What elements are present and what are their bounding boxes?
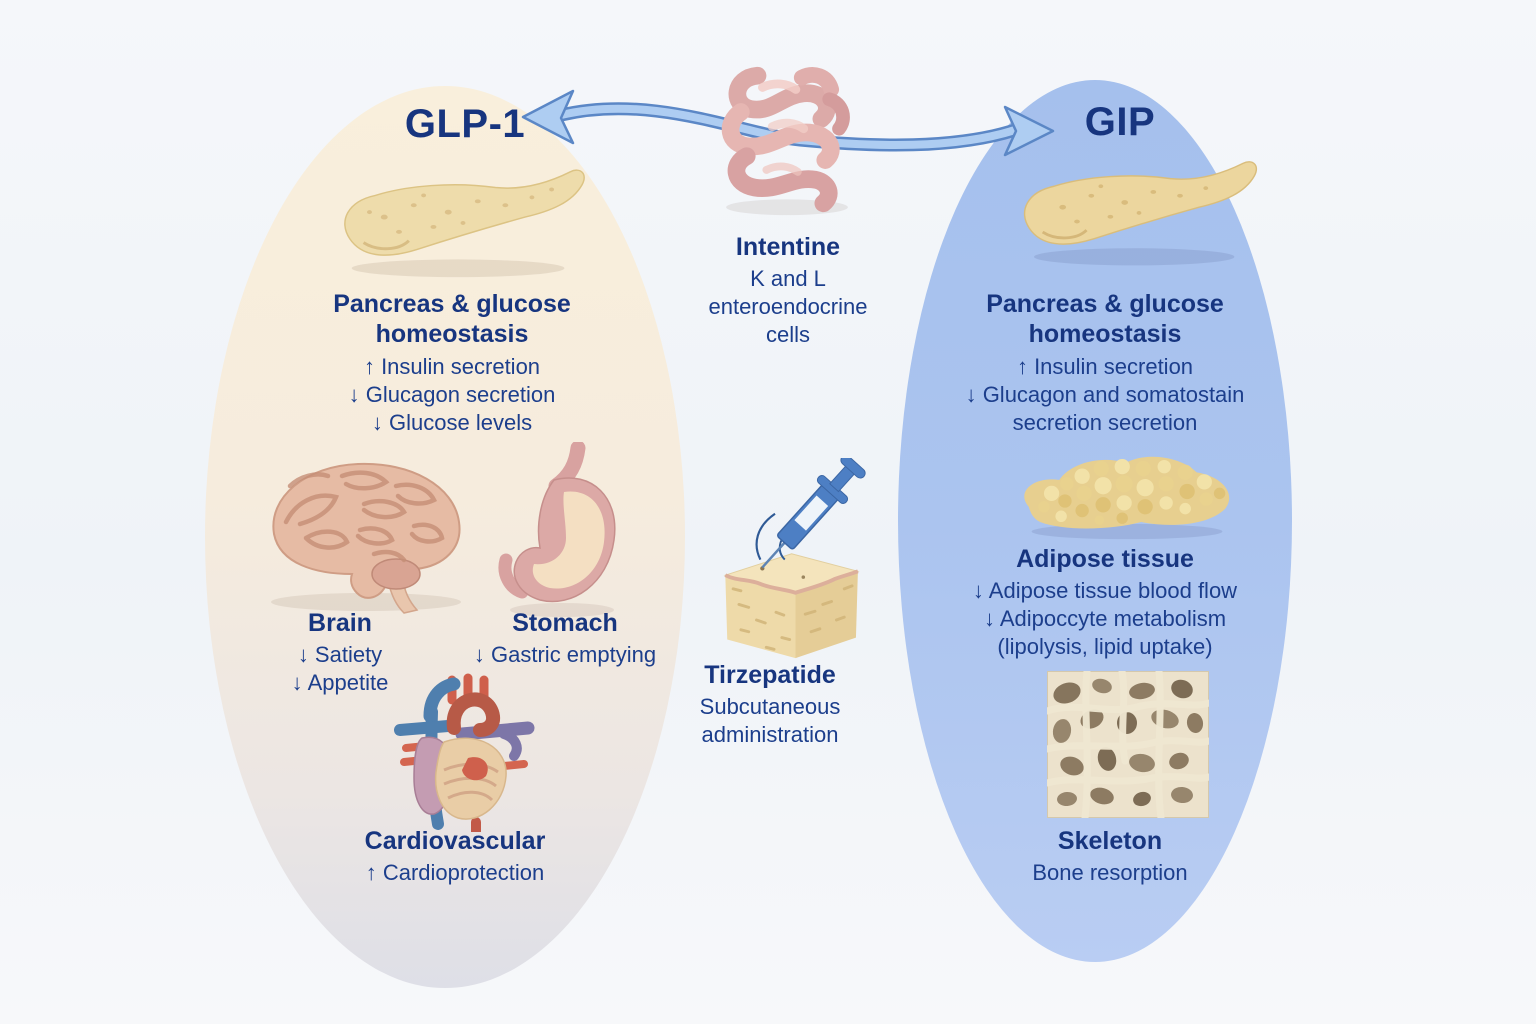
intestine-heading: Intentine: [735, 233, 841, 261]
glp1-pancreas-section: Pancreas & glucose homeostasis ↑ Insulin…: [287, 289, 617, 437]
brain-illustration: [271, 462, 461, 614]
gip-skeleton-section: Skeleton Bone resorption: [990, 826, 1230, 887]
glp1-brain-effect: ↓ Satiety: [297, 642, 383, 667]
gip-skeleton-heading: Skeleton: [1057, 827, 1163, 855]
gip-adipose-effect: ↓ Adipoccyte metabolism: [983, 606, 1227, 631]
tirzepatide-line: administration: [701, 722, 839, 747]
adipose-tissue-illustration: [1024, 456, 1230, 540]
tirzepatide-section: Tirzepatide Subcutaneous administration: [662, 660, 878, 749]
glp1-pancreas-effect: ↓ Glucagon secretion: [348, 382, 556, 407]
gip-adipose-effect: (lipolysis, lipid uptake): [997, 634, 1213, 659]
syringe-skin-illustration: [723, 458, 866, 659]
intestine-section: Intentine K and L enteroendocrine cells: [688, 232, 888, 349]
gip-adipose-heading: Adipose tissue: [1016, 545, 1194, 573]
tirzepatide-line: Subcutaneous: [699, 694, 841, 719]
glp1-pancreas-effect: ↑ Insulin secretion: [363, 354, 541, 379]
glp1-brain-effect: ↓ Appetite: [291, 670, 389, 695]
tirzepatide-heading: Tirzepatide: [704, 661, 836, 689]
glp1-cardiovascular-heading: Cardiovascular: [364, 827, 546, 855]
glp1-pancreas-heading-line2: homeostasis: [375, 320, 529, 348]
gip-adipose-effect: ↓ Adipose tissue blood flow: [972, 578, 1238, 603]
stomach-illustration: [498, 442, 616, 617]
intestine-illustration: [721, 66, 850, 216]
glp1-brain-section: Brain ↓ Satiety ↓ Appetite: [240, 608, 440, 697]
gip-skeleton-effect: Bone resorption: [1032, 860, 1188, 885]
gip-pancreas-heading-line2: homeostasis: [1028, 320, 1182, 348]
gip-pancreas-effect: ↑ Insulin secretion: [1016, 354, 1194, 379]
gip-pancreas-heading-line1: Pancreas & glucose: [986, 290, 1224, 318]
glp1-stomach-heading: Stomach: [512, 609, 618, 637]
intestine-line: cells: [765, 322, 810, 347]
intestine-line: enteroendocrine: [708, 294, 868, 319]
heart-illustration: [394, 673, 535, 832]
glp1-brain-heading: Brain: [308, 609, 372, 637]
gip-title: GIP: [1084, 100, 1156, 144]
glp1-pancreas-effect: ↓ Glucose levels: [371, 410, 533, 435]
intestine-line: K and L: [750, 266, 826, 291]
pancreas-illustration: [1023, 161, 1258, 266]
gip-adipose-section: Adipose tissue ↓ Adipose tissue blood fl…: [945, 544, 1265, 661]
gip-pancreas-effect: ↓ Glucagon and somatostain: [965, 382, 1245, 407]
glp1-title: GLP-1: [404, 102, 526, 146]
glp1-cardiovascular-effect: ↑ Cardioprotection: [365, 860, 545, 885]
gip-pancreas-effect: secretion secretion: [1012, 410, 1198, 435]
glp1-stomach-effect: ↓ Gastric emptying: [473, 642, 657, 667]
glp1-stomach-section: Stomach ↓ Gastric emptying: [455, 608, 675, 669]
pancreas-illustration: [344, 169, 585, 278]
glp1-pancreas-heading-line1: Pancreas & glucose: [333, 290, 571, 318]
glp1-cardiovascular-section: Cardiovascular ↑ Cardioprotection: [330, 826, 580, 887]
trabecular-bone-illustration: [1047, 671, 1209, 818]
gip-pancreas-section: Pancreas & glucose homeostasis ↑ Insulin…: [935, 289, 1275, 437]
